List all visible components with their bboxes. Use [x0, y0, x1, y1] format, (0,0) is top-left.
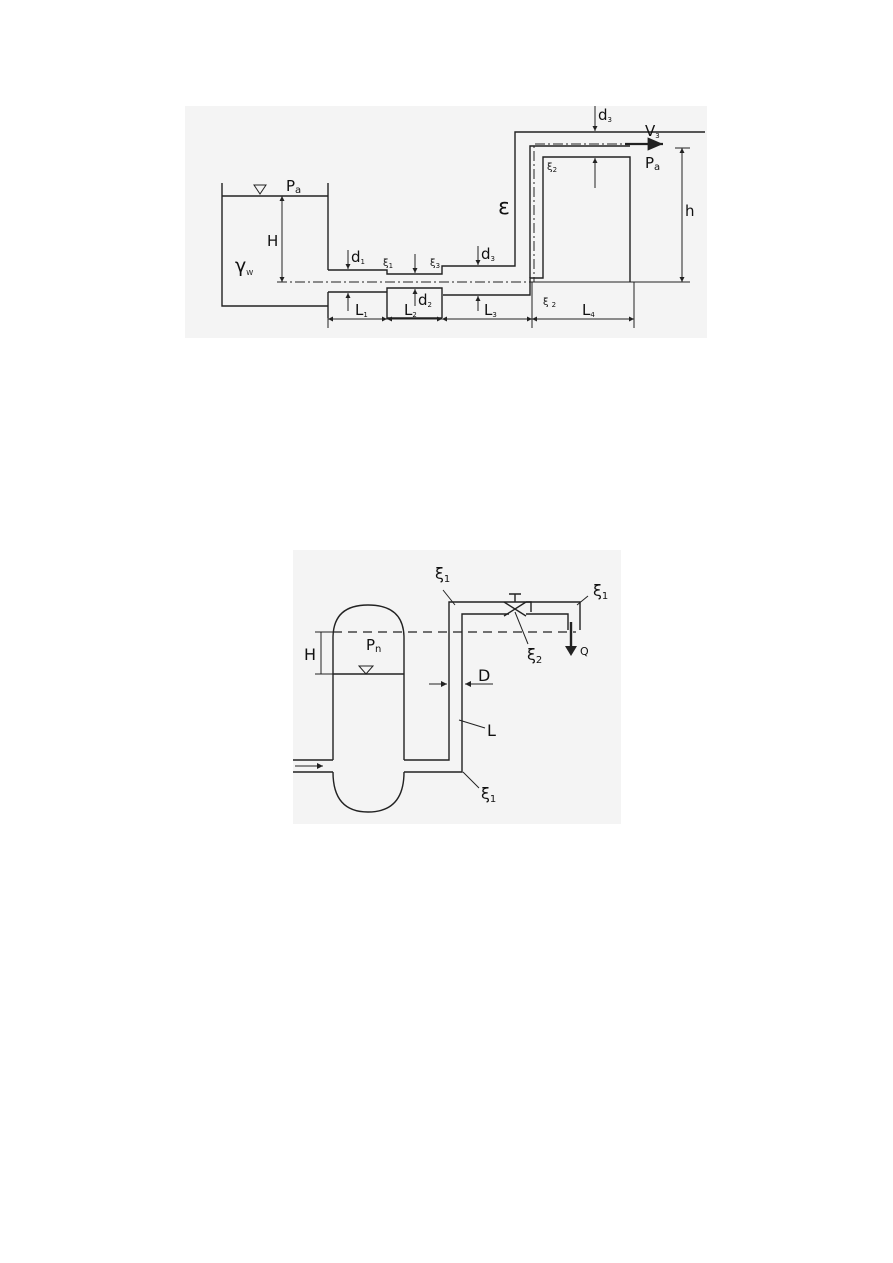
- V3-label: V3: [645, 122, 660, 140]
- L1-label: L1: [355, 301, 368, 319]
- free-surface-icon: [357, 665, 375, 675]
- d3-top-label: d3: [598, 106, 612, 124]
- D-label: D: [478, 666, 490, 685]
- xi2-label: ξ2: [527, 645, 542, 666]
- xi1-label: ξ1: [383, 258, 393, 270]
- bottom-pipe: [404, 601, 532, 773]
- free-surface-icon: [253, 184, 267, 195]
- L3-label: L3: [484, 301, 497, 319]
- pa-tank-label: Pa: [286, 177, 301, 196]
- xi1-right-label: ξ1: [593, 581, 608, 602]
- Q-label: Q: [580, 645, 589, 658]
- d1-label: d1: [351, 248, 365, 266]
- L-leader: [458, 719, 486, 729]
- Pn-label: Pn: [366, 636, 381, 655]
- flow-arrowhead-icon: [565, 646, 577, 656]
- xi1-right-leader: [576, 595, 589, 606]
- diagram-2-drawing: ξ1 ξ1 ξ2 ξ1 H Pn D L Q: [293, 564, 608, 813]
- xi2-top-label: ξ2: [547, 162, 557, 174]
- pipe-top-wall: [328, 131, 705, 275]
- xi1-top-leader: [442, 589, 456, 606]
- pa-right-label: Pa: [645, 154, 660, 173]
- h-label: h: [685, 202, 695, 220]
- xi1-bottom-label: ξ1: [481, 784, 496, 805]
- gamma-label: γW: [235, 255, 253, 277]
- pipeline-diagram-2: ξ1 ξ1 ξ2 ξ1 H Pn D L Q: [293, 550, 621, 824]
- xi1-bottom-leader: [462, 771, 480, 789]
- vessel-upper: [332, 604, 405, 760]
- tank-wall-left: [221, 183, 328, 307]
- L4-label: L4: [582, 301, 595, 319]
- L-label: L: [487, 721, 496, 740]
- xi3-label: ξ3: [430, 258, 440, 270]
- valve-icon[interactable]: [503, 593, 527, 617]
- vessel-lower: [332, 771, 405, 813]
- riser-wall: [529, 145, 630, 278]
- L2-label: L2: [404, 301, 417, 319]
- centerline: [277, 143, 655, 283]
- inlet-pipe: [293, 759, 333, 773]
- xi2-leader: [514, 611, 529, 645]
- epsilon-label: ε: [498, 195, 510, 220]
- xi1-top-label: ξ1: [435, 564, 450, 585]
- d3-mid-label: d3: [481, 245, 495, 263]
- H-label: H: [267, 232, 278, 250]
- H-label: H: [304, 645, 316, 664]
- d2-label: d2: [418, 291, 432, 309]
- riser-inner-wall: [443, 156, 631, 296]
